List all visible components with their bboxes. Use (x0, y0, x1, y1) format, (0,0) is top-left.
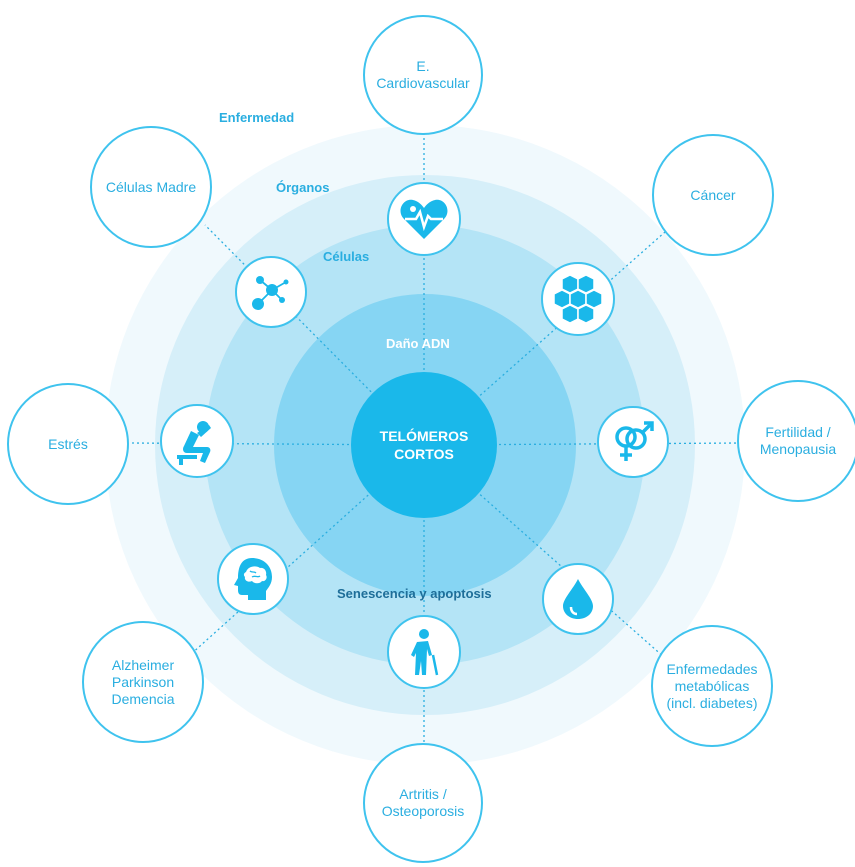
water-drop-icon (542, 563, 614, 635)
node-label: E. Cardiovascular (376, 58, 470, 91)
ring-label-dano-adn: Daño ADN (386, 336, 450, 351)
center-label: TELÓMEROS CORTOS (379, 428, 469, 462)
node-label: Cáncer (690, 186, 736, 203)
molecule-icon (235, 256, 307, 328)
node-label: Enfermedades metabólicas (incl. diabetes… (666, 660, 758, 711)
node-label: Estrés (48, 435, 88, 452)
connector-line (423, 231, 666, 446)
node-alzheimer: Alzheimer Parkinson Demencia (82, 621, 204, 743)
hexagon-cells-icon (541, 262, 615, 336)
ring-label-enfermedad: Enfermedad (219, 110, 295, 125)
connector-line (423, 444, 666, 659)
node-fertilidad: Fertilidad / Menopausia (737, 380, 855, 502)
node-label: Células Madre (105, 178, 197, 195)
node-celulas-madre: Células Madre (90, 126, 212, 248)
heart-pulse-icon (387, 182, 461, 256)
brain-head-icon (217, 543, 289, 615)
node-artritis: Artritis / Osteoporosis (363, 743, 483, 863)
node-estres: Estrés (7, 383, 129, 505)
node-label: Artritis / Osteoporosis (381, 786, 465, 819)
ring-label-celulas: Células (323, 249, 370, 264)
ring-label-organos: Órganos (276, 180, 330, 195)
gender-symbols-icon (597, 406, 669, 478)
node-metabolicas: Enfermedades metabólicas (incl. diabetes… (651, 625, 773, 747)
node-label: Alzheimer Parkinson Demencia (111, 656, 175, 707)
node-label: Fertilidad / Menopausia (759, 424, 837, 457)
node-cardiovascular: E. Cardiovascular (363, 15, 483, 135)
elderly-person-icon (387, 615, 461, 689)
connector-line (423, 442, 743, 446)
node-cancer: Cáncer (652, 134, 774, 256)
ring-label-senescencia: Senescencia y apoptosis (337, 586, 492, 601)
stressed-person-icon (160, 404, 234, 478)
center-circle: TELÓMEROS CORTOS (351, 372, 497, 518)
